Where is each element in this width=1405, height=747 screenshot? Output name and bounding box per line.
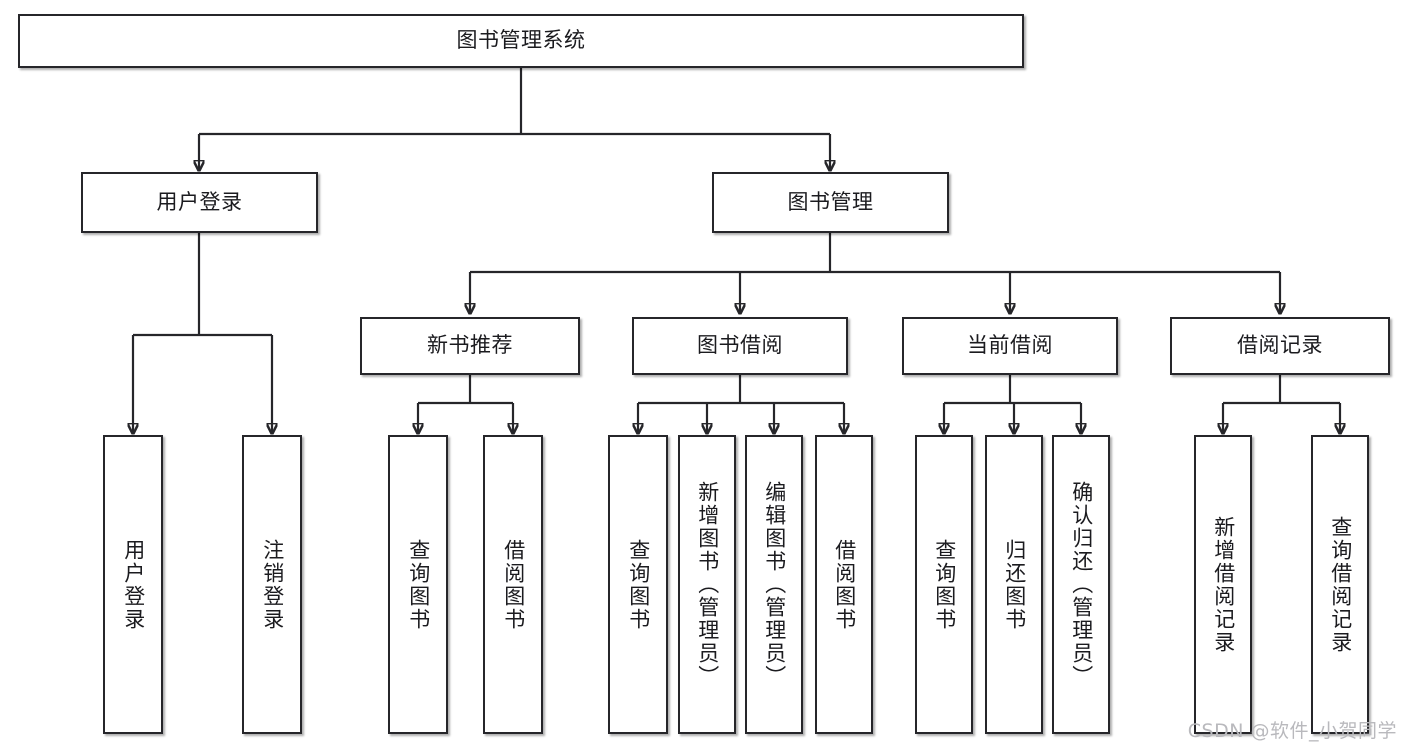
leaf-query-borrow-record[interactable]: 查询借阅记录	[1311, 435, 1369, 734]
leaf-borrow-book-borrow[interactable]: 借阅图书	[815, 435, 873, 734]
node-label: 图书借阅	[697, 333, 783, 358]
node-book-borrow[interactable]: 图书借阅	[632, 317, 848, 375]
leaf-add-borrow-record[interactable]: 新增借阅记录	[1194, 435, 1252, 734]
node-label: 用户登录	[156, 189, 243, 214]
node-label: 图书管理系统	[456, 28, 586, 53]
node-label: 新书推荐	[427, 333, 513, 358]
leaf-borrow-book-newbook[interactable]: 借阅图书	[483, 435, 543, 734]
node-label: 用户登录	[121, 538, 146, 631]
node-current-borrow[interactable]: 当前借阅	[902, 317, 1118, 375]
node-label: 归还图书	[1002, 538, 1027, 631]
node-root[interactable]: 图书管理系统	[18, 14, 1024, 68]
node-book-management[interactable]: 图书管理	[712, 172, 949, 233]
node-label: 查询借阅记录	[1328, 515, 1353, 654]
node-label: 借阅图书	[832, 538, 857, 631]
leaf-query-book-borrow[interactable]: 查询图书	[608, 435, 668, 734]
leaf-logout[interactable]: 注销登录	[242, 435, 302, 734]
node-label: 查询图书	[406, 538, 431, 631]
leaf-user-login[interactable]: 用户登录	[103, 435, 163, 734]
watermark: CSDN @软件_小贺同学	[1187, 720, 1397, 742]
node-label: 查询图书	[932, 538, 957, 631]
leaf-edit-book[interactable]: 编辑图书（管理员）	[745, 435, 803, 734]
leaf-confirm-return[interactable]: 确认归还（管理员）	[1052, 435, 1110, 734]
node-label: 确认归还（管理员）	[1069, 481, 1094, 688]
node-label: 借阅记录	[1237, 333, 1323, 358]
node-label: 借阅图书	[501, 538, 526, 631]
node-label: 当前借阅	[967, 333, 1053, 358]
leaf-query-book-current[interactable]: 查询图书	[915, 435, 973, 734]
node-label: 新增借阅记录	[1211, 515, 1236, 654]
node-borrow-records[interactable]: 借阅记录	[1170, 317, 1390, 375]
node-label: 图书管理	[787, 189, 874, 214]
leaf-query-book-newbook[interactable]: 查询图书	[388, 435, 448, 734]
node-new-book-recommend[interactable]: 新书推荐	[360, 317, 580, 375]
node-user-login[interactable]: 用户登录	[81, 172, 318, 233]
node-label: 查询图书	[626, 538, 651, 631]
leaf-return-book[interactable]: 归还图书	[985, 435, 1043, 734]
node-label: 注销登录	[260, 538, 285, 631]
node-label: 编辑图书（管理员）	[762, 481, 787, 688]
node-label: 新增图书（管理员）	[695, 481, 720, 688]
leaf-add-book[interactable]: 新增图书（管理员）	[678, 435, 736, 734]
